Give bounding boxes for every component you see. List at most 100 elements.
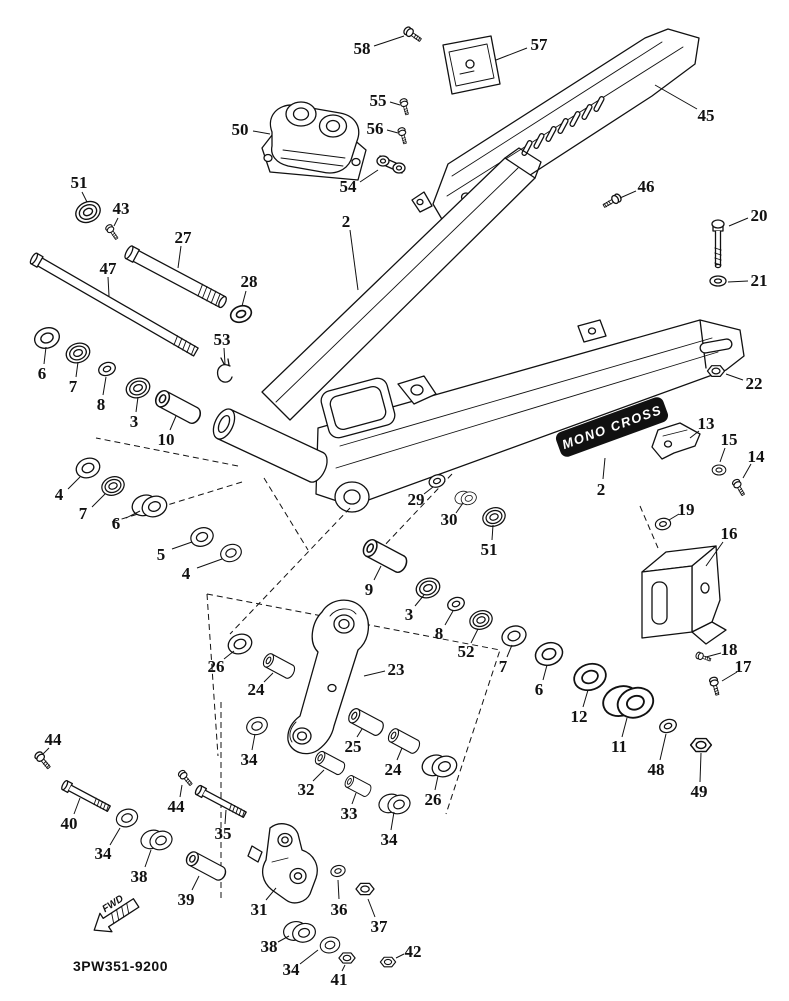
part-callout-6: 6 <box>38 364 47 383</box>
part-callout-3: 3 <box>130 412 139 431</box>
leader-line-38 <box>277 935 290 943</box>
ring-34-a <box>243 713 271 739</box>
collar-24-b <box>385 726 423 756</box>
part-callout-26: 26 <box>208 657 225 676</box>
part-callout-33: 33 <box>341 804 358 823</box>
leader-line-20 <box>728 217 749 227</box>
leader-line-58 <box>373 35 405 47</box>
part-callout-2: 2 <box>597 480 606 499</box>
screw-46 <box>601 192 624 211</box>
part-callout-45: 45 <box>698 106 715 125</box>
leader-line-26 <box>223 650 235 660</box>
part-callout-28: 28 <box>241 272 258 291</box>
part-callout-31: 31 <box>251 900 268 919</box>
leader-line-54 <box>359 169 379 183</box>
leader-line-56 <box>386 129 399 134</box>
part-callout-7: 7 <box>69 377 78 396</box>
ring-34-d <box>317 934 343 956</box>
part-callout-20: 20 <box>751 206 768 225</box>
part-callout-41: 41 <box>331 970 348 989</box>
part-callout-19: 19 <box>678 500 695 519</box>
nut-49 <box>689 737 713 753</box>
leader-line-5 <box>171 541 193 550</box>
ring-12 <box>569 658 611 696</box>
part-callout-49: 49 <box>691 782 708 801</box>
chain-guide-16 <box>641 545 727 645</box>
leader-line-26 <box>434 775 439 791</box>
part-callout-24: 24 <box>248 680 266 699</box>
collar-10 <box>152 387 204 427</box>
leader-line-7 <box>91 493 106 508</box>
part-callout-7: 7 <box>499 657 508 676</box>
ring-5 <box>187 524 217 550</box>
leader-line-21 <box>727 280 749 283</box>
leader-line-6 <box>542 664 548 681</box>
part-callout-5: 5 <box>157 545 166 564</box>
roller-38-a <box>137 823 176 857</box>
leader-line-9 <box>373 565 382 581</box>
collar-9 <box>359 536 411 576</box>
part-callout-30: 30 <box>441 510 458 529</box>
leader-line-38 <box>144 849 152 868</box>
leader-line-11 <box>621 717 628 738</box>
leader-line-43 <box>113 217 119 227</box>
part-callout-56: 56 <box>367 119 384 138</box>
leader-line-34 <box>109 827 121 846</box>
part-callout-13: 13 <box>698 414 715 433</box>
group-boundary-lines <box>95 437 659 898</box>
roller-34-b <box>375 787 414 821</box>
part-callout-2: 2 <box>342 212 351 231</box>
roller-38-b <box>280 916 319 948</box>
part-callout-8: 8 <box>435 624 444 643</box>
part-callout-36: 36 <box>331 900 348 919</box>
leader-line-15 <box>719 447 726 463</box>
part-callout-29: 29 <box>408 490 425 509</box>
leader-line-6 <box>125 510 141 519</box>
washer-8-left <box>96 359 118 379</box>
part-callout-44: 44 <box>168 797 186 816</box>
part-callout-40: 40 <box>61 814 78 833</box>
leader-line-51 <box>491 524 494 541</box>
screw-14 <box>730 477 748 498</box>
screw-18 <box>694 650 713 664</box>
part-callout-38: 38 <box>131 867 148 886</box>
bolt-20 <box>711 219 725 269</box>
leader-line-28 <box>241 290 247 307</box>
leader-line-24 <box>263 672 274 683</box>
leader-line-45 <box>654 84 698 110</box>
leader-line-51 <box>81 191 88 203</box>
roller-26-b <box>418 747 461 784</box>
leader-line-32 <box>312 769 325 782</box>
leader-line-34 <box>251 733 256 751</box>
leader-line-13 <box>689 430 700 439</box>
part-callout-34: 34 <box>283 960 301 979</box>
part-callout-23: 23 <box>388 660 405 679</box>
part-callout-6: 6 <box>112 514 121 533</box>
leader-line-34 <box>299 949 319 965</box>
leader-line-53 <box>223 347 226 365</box>
part-callout-22: 22 <box>746 374 763 393</box>
part-callout-38: 38 <box>261 937 278 956</box>
collar-24-a <box>260 651 298 681</box>
leader-line-19 <box>668 513 680 521</box>
part-callout-58: 58 <box>354 39 371 58</box>
leader-line-25 <box>356 728 363 738</box>
part-callout-9: 9 <box>365 580 374 599</box>
part-callout-6: 6 <box>535 680 544 699</box>
leader-line-14 <box>742 463 752 479</box>
relay-arm-assembly <box>261 101 367 181</box>
leader-line-40 <box>73 797 81 815</box>
leader-line-3 <box>135 396 139 413</box>
screw-56 <box>396 126 410 145</box>
leader-line-4 <box>67 476 81 490</box>
ring-6-left <box>31 323 63 353</box>
part-callout-4: 4 <box>182 564 191 583</box>
leader-line-16 <box>705 541 724 567</box>
part-callout-55: 55 <box>370 91 387 110</box>
leader-line-23 <box>363 670 386 677</box>
part-callout-17: 17 <box>735 657 753 676</box>
grommet-51-center <box>479 504 509 530</box>
leader-line-36 <box>337 879 340 900</box>
